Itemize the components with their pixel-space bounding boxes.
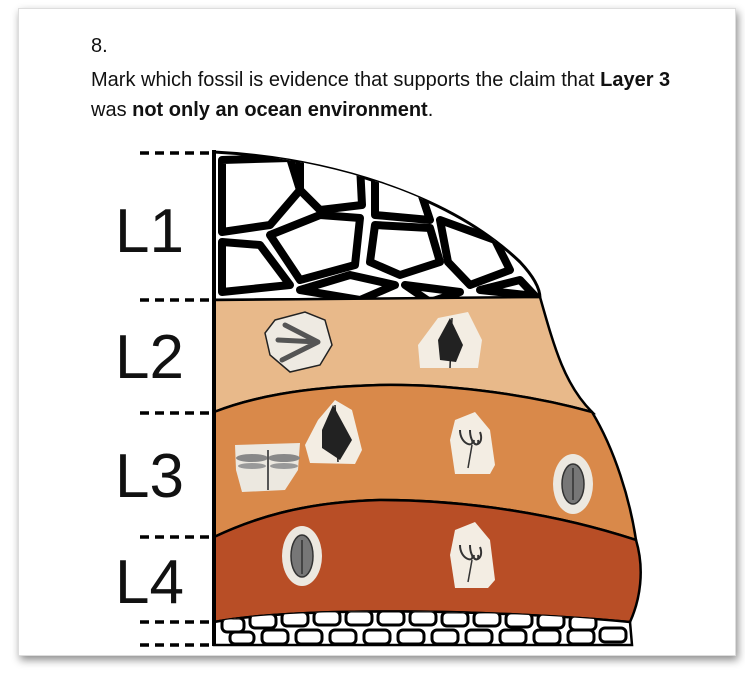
question-text-part: Mark which fossil is evidence that suppo… xyxy=(91,69,601,91)
question-text-part: was xyxy=(91,99,133,121)
layer-label-l2: L2 xyxy=(115,323,184,392)
trilobite-fossil-l3[interactable] xyxy=(553,454,593,514)
dragonfly-fossil-l3[interactable] xyxy=(235,443,300,492)
fern-fossil-l3[interactable] xyxy=(305,400,362,464)
question-bold-layer: Layer 3 xyxy=(600,69,671,91)
question-text: Mark which fossil is evidence that suppo… xyxy=(91,65,691,125)
question-text-part: . xyxy=(427,99,434,121)
layer-boundary-dashes xyxy=(140,151,212,647)
layer-l1 xyxy=(212,150,542,302)
bottom-bedrock xyxy=(212,610,634,647)
trilobite-fossil-l4[interactable] xyxy=(282,526,322,586)
layer-label-l4: L4 xyxy=(115,548,184,617)
footprint-fossil-l2[interactable] xyxy=(264,311,333,373)
crinoid-fossil-l3[interactable] xyxy=(450,412,495,474)
crinoid-fossil-l4[interactable] xyxy=(450,522,495,588)
fern-fossil-l2[interactable] xyxy=(418,312,482,369)
question-bold-claim: not only an ocean environment xyxy=(132,99,428,121)
question-number: 8. xyxy=(91,35,108,57)
layer-label-l3: L3 xyxy=(115,442,184,511)
layer-label-l1: L1 xyxy=(115,197,184,266)
